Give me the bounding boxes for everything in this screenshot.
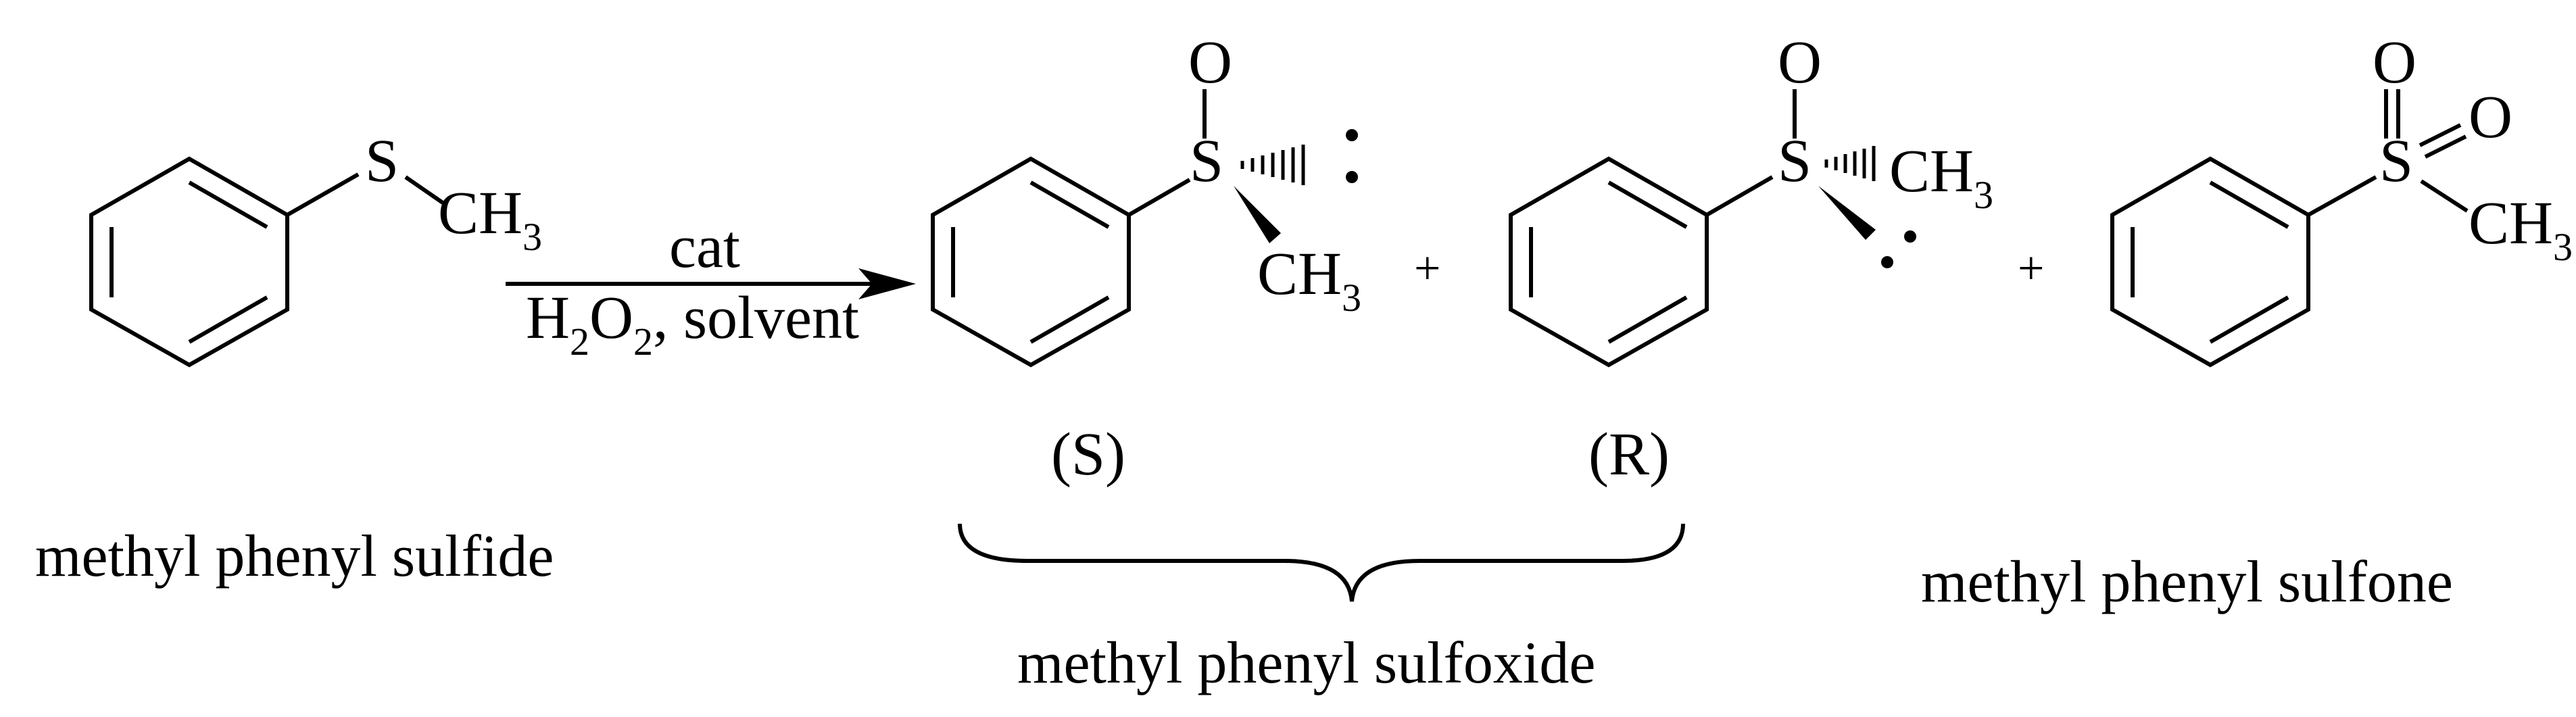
wedge-bond-s bbox=[1234, 186, 1281, 243]
phenyl-sulfur-bond-s bbox=[1127, 178, 1191, 217]
config-label-s: (S) bbox=[1051, 421, 1125, 488]
wedge-bond-r bbox=[1818, 186, 1876, 240]
oxygen-label-s: O bbox=[1188, 29, 1232, 96]
sulfone-caption: methyl phenyl sulfone bbox=[1921, 549, 2453, 615]
methyl-label-r: CH3 bbox=[1889, 138, 1993, 217]
hashed-bond-r bbox=[1824, 146, 1876, 181]
oxygen-label-r: O bbox=[1778, 29, 1822, 96]
reagent-label: H2O2, solvent bbox=[526, 285, 859, 364]
plus-sign-1: + bbox=[1414, 243, 1440, 295]
methyl-label-sulfone: CH3 bbox=[2469, 190, 2573, 269]
r-sulfoxide-structure: O S CH3 (R) bbox=[1509, 29, 1993, 488]
benzene-ring-1 bbox=[89, 156, 289, 368]
lone-pair-s bbox=[1346, 129, 1358, 183]
phenyl-sulfur-bond bbox=[286, 172, 360, 217]
sulfur-methyl-bond-sulfone bbox=[2420, 179, 2469, 213]
oxygen-label-sulfone-up: O bbox=[2373, 29, 2416, 96]
benzene-ring-4 bbox=[2110, 156, 2310, 368]
sulfur-oxygen-double-bond-right-a bbox=[2419, 123, 2462, 147]
sulfoxide-brace bbox=[958, 523, 1685, 602]
sulfur-methyl-bond bbox=[404, 175, 444, 205]
lone-pair-r bbox=[1881, 230, 1916, 268]
sulfur-oxygen-double-bond-right-b bbox=[2424, 134, 2467, 159]
sulfur-label-r: S bbox=[1778, 128, 1812, 195]
config-label-r: (R) bbox=[1588, 421, 1670, 488]
sulfoxide-caption: methyl phenyl sulfoxide bbox=[1017, 631, 1595, 696]
phenyl-sulfur-bond-sulfone bbox=[2307, 175, 2377, 217]
reaction-arrow-group: cat H2O2, solvent bbox=[506, 214, 916, 364]
methyl-phenyl-sulfide-structure: S CH3 bbox=[89, 128, 542, 368]
oxygen-label-sulfone-right: O bbox=[2469, 84, 2512, 151]
sulfur-label: S bbox=[365, 128, 399, 195]
hashed-bond-s bbox=[1240, 145, 1305, 185]
sulfur-label-s: S bbox=[1190, 128, 1223, 195]
catalyst-label: cat bbox=[669, 214, 740, 280]
phenyl-sulfur-bond-r bbox=[1705, 175, 1774, 217]
plus-sign-2: + bbox=[2018, 243, 2044, 295]
reaction-arrowhead bbox=[858, 268, 916, 299]
methyl-label-s: CH3 bbox=[1257, 241, 1361, 320]
benzene-ring-2 bbox=[931, 156, 1131, 368]
sulfur-label-sulfone: S bbox=[2379, 128, 2413, 195]
methyl-label: CH3 bbox=[438, 180, 542, 259]
reactant-caption: methyl phenyl sulfide bbox=[35, 524, 554, 589]
benzene-ring-3 bbox=[1509, 156, 1709, 368]
methyl-phenyl-sulfone-structure: O O S CH3 bbox=[2110, 29, 2573, 368]
s-sulfoxide-structure: O S CH3 (S) bbox=[931, 29, 1361, 488]
